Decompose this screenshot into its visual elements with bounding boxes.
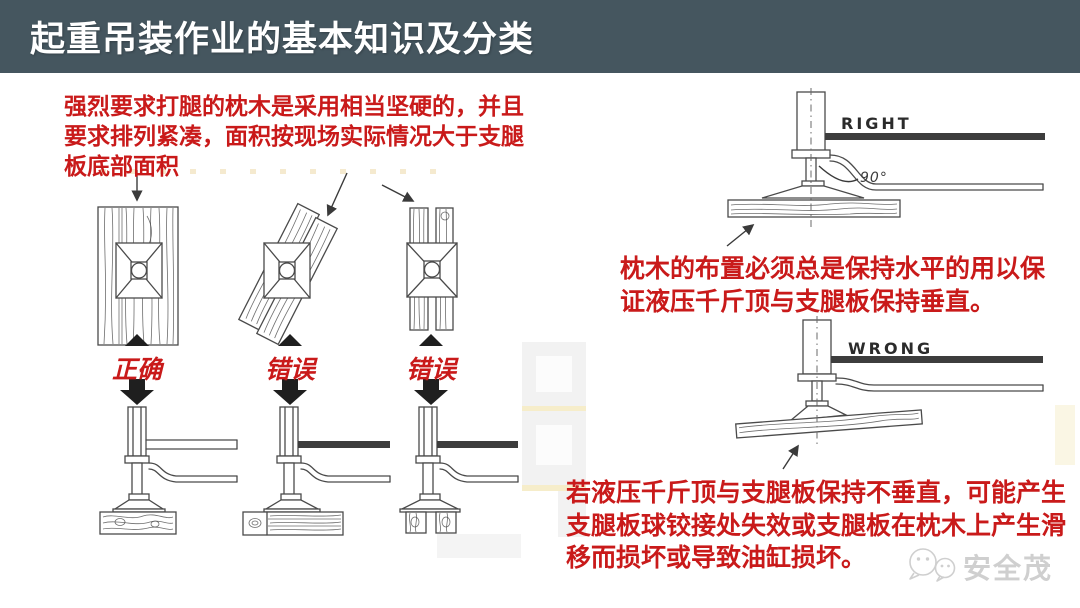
top-view-label-wrong-1: 错误: [264, 355, 315, 384]
thin-arrow-icon: [726, 223, 755, 247]
top-view-label-correct: 正确: [111, 355, 162, 384]
note-horizontal-requirement: 枕木的布置必须总是保持水平的用以保证液压千斤顶与支腿板保持垂直。: [620, 254, 1046, 316]
angle-leader-line: [818, 165, 859, 183]
side-view-solid-base: [99, 406, 238, 535]
right-label: RIGHT: [841, 114, 912, 133]
slide-title: 起重吊装作业的基本知识及分类: [30, 20, 535, 60]
thick-down-arrow-icon: [120, 379, 154, 405]
title-bar: 起重吊装作业的基本知识及分类: [0, 0, 1080, 73]
up-triangle-icon: [419, 334, 443, 346]
side-view-layered-base: [242, 406, 391, 536]
wrong-label: WRONG: [848, 339, 934, 358]
thick-down-arrow-icon: [414, 379, 448, 405]
note-sleeper-requirement: 强烈要求打腿的枕木是采用相当坚硬的，并且要求排列紧凑，面积按现场实际情况大于支腿…: [64, 94, 524, 180]
up-triangle-icon: [125, 334, 149, 346]
faint-block: [536, 356, 572, 392]
faint-block: [1055, 405, 1075, 465]
side-view-gapped-base: [399, 406, 519, 534]
brand-watermark: 安全茂: [903, 546, 1053, 588]
thick-down-arrow-icon: [273, 379, 307, 405]
brand-name: 安全茂: [963, 552, 1054, 585]
faint-block: [536, 425, 572, 465]
faint-block: [558, 491, 586, 537]
thin-arrow-icon: [782, 444, 799, 470]
faint-strip: [522, 485, 586, 491]
angle-90-label: 90°: [860, 170, 888, 186]
faint-block: [437, 534, 521, 558]
thin-arrow-icon: [326, 172, 348, 217]
faint-dots-row: [100, 169, 450, 174]
wechat-bubbles-icon: [909, 548, 956, 582]
thin-arrow-icon: [381, 184, 415, 202]
top-view-correct: [97, 206, 179, 346]
top-view-label-wrong-2: 错误: [405, 355, 456, 384]
up-triangle-icon: [278, 334, 302, 346]
top-view-wrong-diagonal: [237, 202, 339, 346]
jack-right-diagram: [726, 88, 1045, 247]
top-view-wrong-gap: [406, 207, 458, 331]
jack-wrong-diagram: [735, 316, 1044, 470]
note-risk-warning: 若液压千斤顶与支腿板保持不垂直，可能产生支腿板球铰接处失效或支腿板在枕木上产生滑…: [566, 478, 1067, 572]
faint-strip: [522, 406, 586, 411]
